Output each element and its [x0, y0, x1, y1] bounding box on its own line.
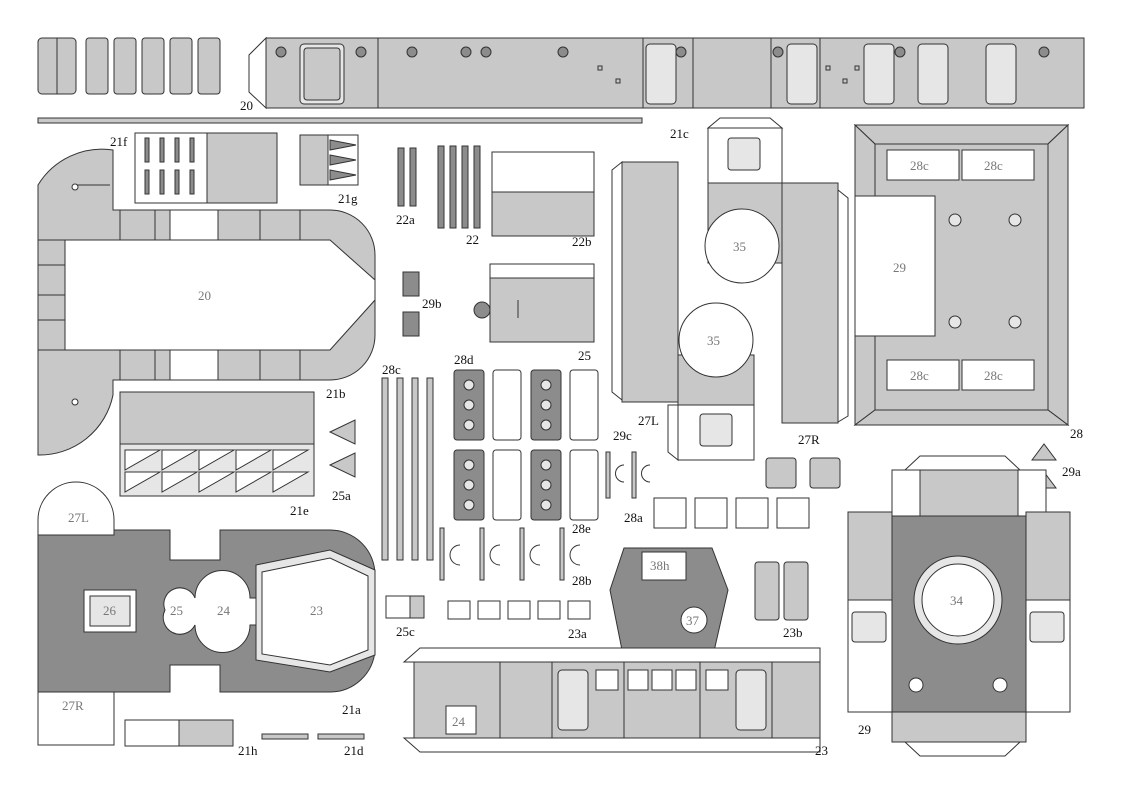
part-22 — [397, 145, 595, 237]
part-28a — [653, 497, 810, 529]
piece-small-a — [765, 457, 797, 489]
part-29c — [605, 451, 651, 499]
label-28d: 28d — [454, 352, 474, 367]
part-23b — [754, 561, 809, 621]
part-28d — [453, 369, 599, 521]
label-28c-1: 28c — [910, 158, 929, 173]
label-28e: 28e — [572, 521, 591, 536]
part-28-box — [853, 123, 1070, 426]
label-20-deck: 20 — [198, 288, 211, 303]
label-21f: 21f — [110, 134, 128, 149]
label-27L-part: 27L — [68, 510, 89, 525]
label-21c: 21c — [670, 126, 689, 141]
label-21b: 21b — [326, 386, 346, 401]
part-21a — [37, 481, 376, 746]
part-37 — [609, 547, 729, 661]
label-21h: 21h — [238, 743, 258, 758]
label-29a: 29a — [1062, 464, 1081, 479]
label-22a: 22a — [396, 212, 415, 227]
label-29c: 29c — [613, 428, 632, 443]
label-29-in: 29 — [893, 260, 906, 275]
part-28c-pillars — [381, 377, 434, 561]
label-35a: 35 — [733, 239, 746, 254]
part-23-strip — [402, 647, 821, 753]
label-28b: 28b — [572, 573, 592, 588]
part-29b — [402, 271, 420, 337]
label-25c: 25c — [396, 624, 415, 639]
part-29-34 — [847, 455, 1071, 757]
label-21e: 21e — [290, 503, 309, 518]
label-21g: 21g — [338, 191, 358, 206]
label-28: 28 — [1070, 426, 1083, 441]
part-27R — [704, 117, 849, 424]
part-21f — [134, 132, 278, 204]
label-21a: 21a — [342, 702, 361, 717]
label-35b: 35 — [707, 333, 720, 348]
part-20-side-strip — [37, 36, 1085, 110]
label-23: 23 — [815, 743, 828, 758]
label-28c-3: 28c — [910, 368, 929, 383]
label-22: 22 — [466, 232, 479, 247]
label-29b: 29b — [422, 296, 442, 311]
label-28a: 28a — [624, 510, 643, 525]
thin-strip — [37, 117, 643, 124]
part-20-deck — [37, 148, 376, 456]
label-25: 25 — [578, 348, 591, 363]
part-25c-23a — [385, 595, 591, 620]
label-27R: 27R — [798, 432, 820, 447]
label-22b: 22b — [572, 234, 592, 249]
label-26: 26 — [103, 603, 117, 618]
label-27L: 27L — [638, 413, 659, 428]
label-28c-2: 28c — [984, 158, 1003, 173]
part-21g — [299, 134, 359, 186]
label-29: 29 — [858, 722, 871, 737]
label-25-in: 25 — [170, 603, 183, 618]
label-28c-4: 28c — [984, 368, 1003, 383]
part-27L — [611, 160, 755, 462]
part-25a — [328, 419, 356, 478]
label-27R-part: 27R — [62, 698, 84, 713]
label-37: 37 — [686, 613, 700, 628]
part-28b — [439, 527, 581, 581]
label-34: 34 — [950, 593, 964, 608]
part-21e — [119, 391, 315, 497]
label-21d: 21d — [344, 743, 364, 758]
piece-small-b — [809, 457, 841, 489]
label-23a: 23a — [568, 626, 587, 641]
label-23b: 23b — [783, 625, 803, 640]
label-28c: 28c — [382, 362, 401, 377]
label-24b: 24 — [452, 714, 466, 729]
label-38h: 38h — [650, 558, 670, 573]
label-24-in: 24 — [217, 603, 231, 618]
label-25a: 25a — [332, 488, 351, 503]
part-25 — [473, 263, 595, 343]
part-21h — [124, 719, 365, 747]
label-23-in: 23 — [310, 603, 323, 618]
label-20-strip: 20 — [240, 98, 253, 113]
